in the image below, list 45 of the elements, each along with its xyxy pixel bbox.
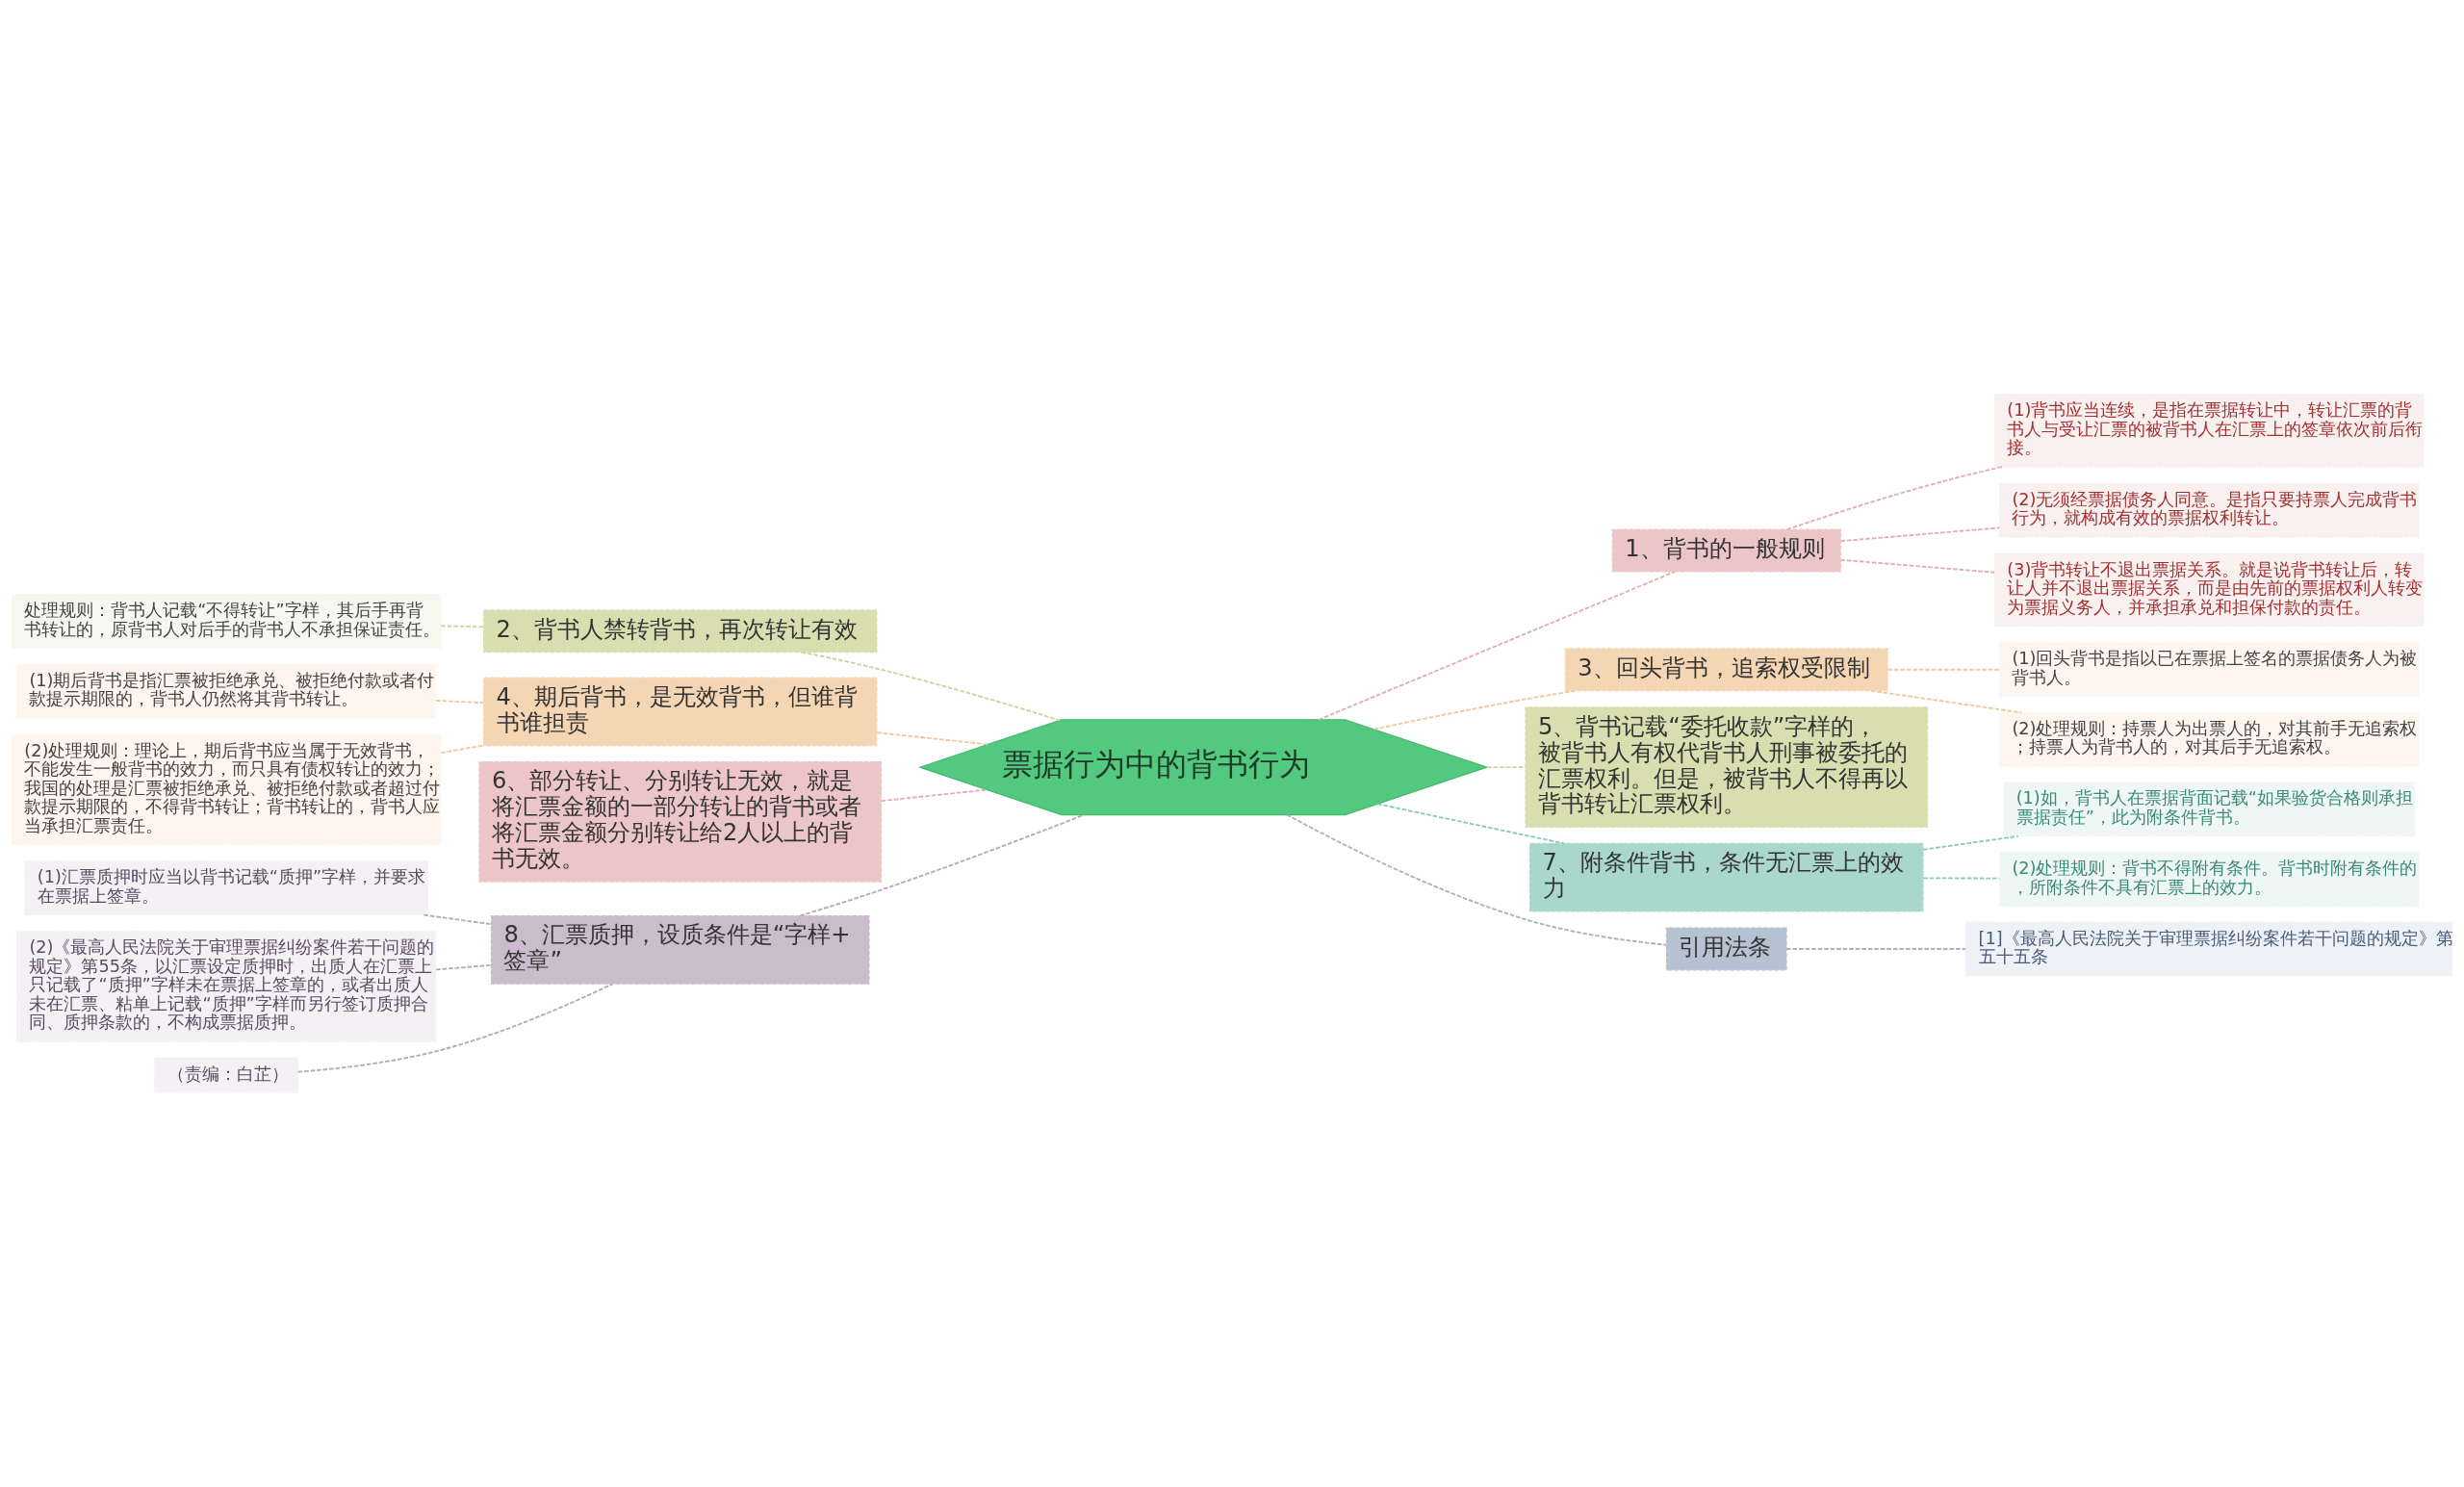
node-box: 5、背书记载“委托收款”字样的，被背书人有权代背书人刑事被委托的汇票权利。但是，被背书人不得再以背书转让汇票权利。	[1525, 706, 1929, 829]
node-box: 1、背书的一般规则	[1611, 528, 1841, 573]
connector	[1785, 466, 2003, 531]
node-box: 6、部分转让、分别转让无效，就是将汇票金额的一部分转让的背书或者将汇票金额分别转让给2人以上的背书无效。	[478, 761, 883, 883]
connector	[1869, 689, 2023, 714]
connector	[1886, 668, 2001, 671]
connector	[1922, 877, 2001, 880]
node-box: (2)处理规则：理论上，期后背书应当属于无效背书，不能发生一般背书的效力，而只具有债权转让的效力；我国的处理是汇票被拒绝承兑、被拒绝付款或者超过付款提示期限的，不得背书转让；背书转让的，背书人应当承担汇票责任。	[11, 733, 442, 846]
connector	[440, 744, 485, 755]
connector	[880, 788, 988, 802]
node-box: (1)汇票质押时应当以背书记载“质押”字样，并要求在票据上签章。	[24, 860, 428, 916]
connector	[296, 983, 614, 1073]
node-box: (2)《最高人民法院关于审理票据纠纷案件若干问题的规定》第55条，以汇票设定质押时，出质人在汇票上只记载了“质押”字样未在票据上签章的，或者出质人未在汇票、粘单上记载“质押”字样而另行签订质押合同、质押条款的，不构成票据质押。	[15, 931, 437, 1042]
node-box: 3、回头背书，追索权受限制	[1564, 648, 1888, 692]
connector	[1318, 571, 1676, 721]
connector	[1839, 558, 1996, 574]
node-box: (2)无须经票据债务人同意。是指只要持票人完成背书行为，就构成有效的票据权利转让。	[1998, 482, 2420, 538]
connector	[1486, 766, 1527, 769]
connector	[1839, 526, 2001, 543]
connector	[1922, 834, 2019, 851]
connector	[435, 963, 493, 971]
node-box: [1]《最高人民法院关于审理票据纠纷案件若干问题的规定》第五十五条	[1965, 921, 2453, 977]
node-box: 7、附条件背书，条件无汇票上的效力	[1529, 842, 1924, 912]
node-box: 8、汇票质押，设质条件是“字样+签章”	[490, 915, 870, 985]
node-box: (2)处理规则：持票人为出票人的，对其前手无追索权；持票人为背书人的，对其后手无追索权。	[1998, 711, 2420, 767]
node-box: (1)期后背书是指汇票被拒绝承兑、被拒绝付款或者付款提示期限的，背书人仍然将其背书转让。	[15, 663, 437, 719]
connector	[1376, 803, 1565, 845]
node-box: (1)如，背书人在票据背面记载“如果验货合格则承担票据责任”，此为附条件背书。	[2003, 782, 2416, 837]
node-box: 处理规则：背书人记载“不得转让”字样，其后手再背书转让的，原背书人对后手的背书人不承担保证责任。	[11, 594, 442, 649]
node-box: (1)背书应当连续，是指在票据转让中，转让汇票的背书人与受让汇票的被背书人在汇票上的签章依次前后衔接。	[1993, 394, 2425, 468]
node-box: (3)背书转让不退出票据关系。就是说背书转让后，转让人并不退出票据关系，而是由先前的票据权利人转变为票据义务人，并承担承兑和担保付款的责任。	[1993, 552, 2425, 628]
connector	[1286, 813, 1668, 946]
connector	[876, 731, 989, 746]
connector	[423, 913, 493, 926]
node-box: (2)处理规则：背书不得附有条件。背书时附有条件的，所附条件不具有汇票上的效力。	[1998, 851, 2420, 907]
connector	[799, 813, 1086, 917]
node-box: (1)回头背书是指以已在票据上签名的票据债务人为被背书人。	[1998, 642, 2420, 698]
connector	[1373, 689, 1578, 731]
node-box: 4、期后背书，是无效背书，但谁背书谁担责	[483, 677, 878, 747]
node-box: 引用法条	[1665, 927, 1787, 971]
connector	[1785, 948, 1967, 950]
node-box: （责编：白芷）	[154, 1057, 299, 1093]
connector	[440, 625, 485, 628]
connector	[435, 700, 485, 705]
node-box: 2、背书人禁转背书，再次转让有效	[483, 609, 878, 654]
